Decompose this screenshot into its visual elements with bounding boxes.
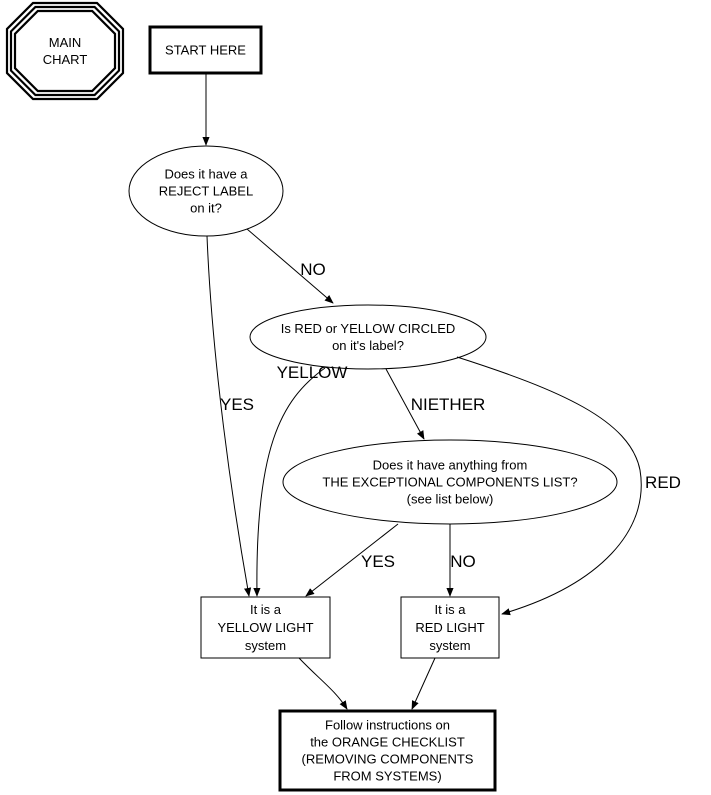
edge-red-to-orange xyxy=(411,657,436,710)
q1-ellipse xyxy=(128,145,284,237)
edge-q1-to-yellow xyxy=(206,235,252,597)
edge-yellow-to-orange xyxy=(298,657,348,710)
edge-q2-to-yellow xyxy=(253,367,326,597)
edge-label-q2-to-q3: NIETHER xyxy=(411,395,486,414)
start-label: START HERE xyxy=(165,43,246,58)
octagon-border xyxy=(5,1,125,101)
q3-ellipse xyxy=(282,439,618,525)
edge-q2-to-q3 xyxy=(385,368,425,440)
start-node xyxy=(148,25,263,75)
edge-label-q1-to-yellow: YES xyxy=(220,395,254,414)
red-box xyxy=(400,596,500,659)
main-chart-node xyxy=(5,1,125,101)
edge-q2-to-red xyxy=(456,356,642,616)
octagon-border xyxy=(9,5,121,97)
yellow-node xyxy=(200,596,331,659)
edge-label-q1-to-q2: NO xyxy=(300,260,326,279)
yellow-box xyxy=(200,596,331,659)
q2-node xyxy=(249,304,487,370)
edge-q1-to-q2 xyxy=(246,228,334,304)
edge-label-q3-to-red: NO xyxy=(450,552,476,571)
q3-node xyxy=(282,439,618,525)
red-node xyxy=(400,596,500,659)
orange-box xyxy=(278,709,497,792)
start-box xyxy=(148,25,263,75)
orange-node xyxy=(278,709,497,792)
edge-label-q3-to-yellow: YES xyxy=(361,552,395,571)
edge-label-q2-to-yellow: YELLOW xyxy=(277,363,348,382)
q2-ellipse xyxy=(249,304,487,370)
q1-node xyxy=(128,145,284,237)
edge-q3-to-yellow xyxy=(305,523,399,597)
octagon-border xyxy=(13,9,117,93)
edge-label-q2-to-red: RED xyxy=(645,473,681,492)
